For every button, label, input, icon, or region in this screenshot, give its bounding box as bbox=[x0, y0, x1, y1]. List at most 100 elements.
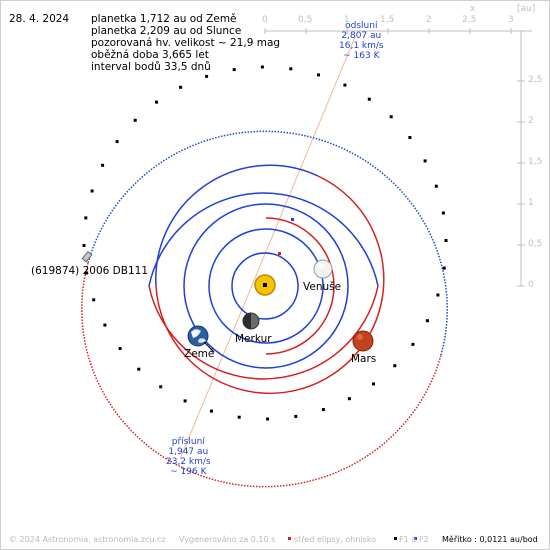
aphelion-speed: 16,1 km/s bbox=[339, 41, 384, 51]
asteroid-orbit-points bbox=[82, 65, 448, 421]
orbit-point bbox=[115, 140, 119, 144]
sun bbox=[254, 274, 276, 296]
orbit-point bbox=[411, 342, 415, 346]
x-tick-6: 3 bbox=[508, 15, 514, 25]
y-axis bbox=[517, 31, 525, 287]
x-tick-3: 1,5 bbox=[380, 15, 395, 25]
date-label: 28. 4. 2024 bbox=[9, 13, 70, 25]
orbit-point bbox=[179, 85, 183, 89]
mercury-orbit-far bbox=[264, 252, 299, 320]
orbit-point bbox=[372, 382, 375, 386]
venus-orbit bbox=[208, 228, 324, 344]
orbit-point bbox=[434, 184, 438, 188]
info-panel: planetka 1,712 au od Země planetka 2,209… bbox=[91, 13, 280, 73]
orbit-point bbox=[90, 189, 94, 193]
footer-legend-f2: F2 bbox=[419, 535, 429, 544]
mars-orbit-red bbox=[155, 175, 385, 395]
orbit-point bbox=[205, 74, 209, 78]
footer-scale: Měřítko : 0,0121 au/bod bbox=[442, 535, 538, 544]
aphelion-temperature: ~ 163 K bbox=[343, 51, 380, 61]
legend-center-square bbox=[288, 537, 291, 540]
venus-planet bbox=[313, 259, 333, 279]
mars-planet bbox=[352, 330, 374, 352]
info-magnitude: pozorovaná hv. velikost ~ 21,9 mag bbox=[91, 37, 281, 49]
x-axis bbox=[264, 28, 532, 34]
orbit-point bbox=[343, 83, 347, 87]
orbit-point bbox=[133, 118, 137, 122]
orbit-point bbox=[294, 414, 298, 418]
orbit-point bbox=[118, 347, 122, 350]
y-tick-5: 2,5 bbox=[528, 75, 543, 85]
asteroid-label: (619874) 2006 DB111 bbox=[31, 265, 149, 277]
perihelion-temperature: ~ 196 K bbox=[170, 467, 207, 477]
orbit-point bbox=[425, 319, 429, 323]
mars-orbit-back bbox=[265, 285, 335, 355]
apsis-line bbox=[179, 36, 356, 460]
mars-orbit-blue bbox=[155, 164, 319, 287]
orbit-point bbox=[367, 97, 371, 101]
venus-label: Venuše bbox=[303, 281, 342, 293]
orbit-point bbox=[289, 67, 293, 71]
orbit-point bbox=[92, 298, 96, 302]
orbit-point bbox=[101, 163, 105, 167]
orbit-point bbox=[441, 211, 445, 215]
x-tick-1: 0,5 bbox=[298, 15, 313, 25]
asteroid-orbit-red bbox=[81, 262, 442, 488]
perihelion-block: přísluní 1,947 au 23,2 km/s ~ 196 K bbox=[166, 437, 211, 477]
orbit-point bbox=[103, 323, 107, 327]
mercury-planet bbox=[242, 312, 260, 330]
mars-orbit-front bbox=[265, 217, 335, 287]
orbit-point bbox=[321, 408, 325, 412]
perihelion-title: přísluní bbox=[171, 437, 205, 447]
x-tick-2: 1 bbox=[344, 15, 350, 25]
earth-marker-line bbox=[203, 341, 215, 353]
footer-legend-f1: F1 a bbox=[399, 535, 417, 544]
orbit-point bbox=[137, 367, 141, 371]
orbit-point bbox=[232, 68, 236, 72]
focus-f2-marker bbox=[291, 218, 294, 221]
aphelion-block: odsluní 2,807 au 16,1 km/s ~ 163 K bbox=[339, 21, 384, 61]
orbit-point bbox=[347, 397, 351, 401]
footer-legend-center: střed elipsy, ohnisko bbox=[294, 535, 377, 544]
legend-f2-square bbox=[414, 537, 417, 540]
orbit-point bbox=[389, 115, 393, 119]
orbit-point bbox=[260, 65, 264, 69]
info-period: oběžná doba 3,665 let bbox=[91, 49, 209, 61]
y-tick-3: 1,5 bbox=[528, 157, 543, 167]
footer-copyright: © 2024 Astronomia, astronomia.zcu.cz bbox=[9, 535, 166, 544]
y-tick-0: 0 bbox=[528, 280, 534, 290]
y-tick-2: 1 bbox=[528, 198, 534, 208]
orbit-point bbox=[82, 244, 86, 247]
axis-unit-label: [au] bbox=[517, 4, 536, 14]
earth-orbit-far bbox=[183, 285, 349, 369]
x-tick-4: 2 bbox=[426, 15, 432, 25]
orbit-point bbox=[317, 73, 320, 77]
y-tick-4: 2 bbox=[528, 116, 534, 126]
orbit-point bbox=[423, 159, 427, 163]
orbit-point bbox=[408, 136, 412, 139]
orbit-point bbox=[183, 399, 187, 403]
perihelion-distance: 1,947 au bbox=[168, 447, 209, 457]
earth-label: Země bbox=[184, 348, 215, 360]
orbit-point bbox=[85, 271, 89, 275]
earth-outer-orbit-blue bbox=[148, 192, 379, 287]
earth-orbit-near bbox=[183, 203, 349, 287]
info-interval: interval bodů 33,5 dnů bbox=[91, 61, 211, 73]
orbit-point bbox=[155, 100, 158, 104]
orbit-point bbox=[444, 239, 448, 242]
perihelion-speed: 23,2 km/s bbox=[166, 457, 211, 467]
orbit-point bbox=[210, 409, 213, 413]
mercury-label: Merkur bbox=[235, 333, 272, 345]
aphelion-title: odsluní bbox=[345, 21, 378, 31]
earth-planet bbox=[187, 325, 209, 347]
orbit-point bbox=[84, 216, 88, 220]
footer-generated: Vygenerováno za 0,10 s bbox=[179, 535, 276, 544]
info-distance-earth: planetka 1,712 au od Země bbox=[91, 13, 237, 25]
orbit-point bbox=[266, 417, 270, 421]
orbit-point bbox=[159, 385, 163, 389]
asteroid-marker bbox=[81, 250, 93, 263]
y-tick-1: 0,5 bbox=[528, 239, 543, 249]
x-axis-label: x bbox=[470, 4, 476, 14]
